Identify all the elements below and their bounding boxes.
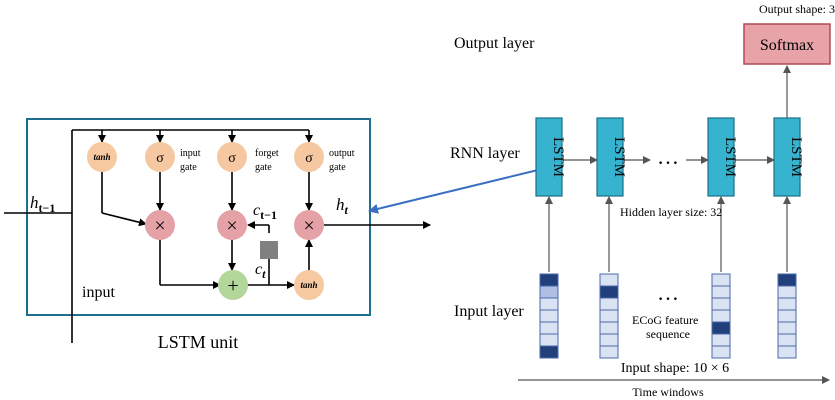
output-layer-label: Output layer bbox=[454, 35, 535, 52]
tanh-label-top: tanh bbox=[93, 152, 110, 162]
input-vector-cell bbox=[711, 273, 731, 287]
multiply-symbol-input: × bbox=[154, 215, 165, 237]
rnn-network: Output layer RNN layer Input layer Softm… bbox=[450, 2, 835, 399]
input-vector-cell bbox=[599, 297, 619, 311]
input-vector-cell bbox=[539, 309, 559, 323]
forget-gate-label-2: gate bbox=[255, 162, 272, 173]
input-layer-label: Input layer bbox=[454, 303, 524, 320]
lstm-cell-3: LSTM bbox=[707, 117, 738, 197]
input-vector-cell bbox=[599, 309, 619, 323]
input-vector-cell bbox=[777, 273, 797, 287]
multiply-node-output bbox=[294, 210, 324, 240]
tanh-label-bottom: tanh bbox=[300, 280, 317, 290]
input-vector-cell bbox=[777, 321, 797, 335]
tanh-node-bottom bbox=[294, 270, 324, 300]
softmax-label: Softmax bbox=[760, 37, 814, 54]
svg-text:LSTM: LSTM bbox=[611, 137, 627, 177]
input-vector-cell bbox=[711, 297, 731, 311]
input-shape-label: Input shape: 10 × 6 bbox=[621, 361, 729, 376]
input-vector-cell bbox=[599, 285, 619, 299]
forget-gate-label-1: forget bbox=[255, 148, 279, 159]
input-vector-3 bbox=[711, 273, 731, 359]
multiply-symbol-forget: × bbox=[226, 215, 237, 237]
lstm-unit-border bbox=[26, 118, 371, 316]
sigma-node-forget-gate bbox=[217, 142, 247, 172]
output-gate-label-1: output bbox=[329, 148, 355, 159]
sigma-symbol-output: σ bbox=[305, 151, 313, 166]
lstm-cell-1: LSTM bbox=[535, 117, 566, 197]
svg-text:LSTM: LSTM bbox=[550, 137, 566, 177]
input-gate-label-1: input bbox=[180, 148, 201, 159]
input-vector-cell bbox=[599, 333, 619, 347]
input-vector-cell bbox=[539, 285, 559, 299]
input-vector-cell bbox=[711, 333, 731, 347]
plus-symbol: + bbox=[227, 275, 238, 297]
input-vector-1 bbox=[539, 273, 559, 359]
rnn-layer-label: RNN layer bbox=[450, 145, 520, 162]
input-vector-cell bbox=[777, 285, 797, 299]
ellipsis-rnn: … bbox=[657, 144, 679, 169]
c-prev-label: ct−1 bbox=[253, 202, 277, 222]
multiply-symbol-output: × bbox=[303, 215, 314, 237]
h-prev-label: ht−1 bbox=[30, 193, 55, 215]
zoom-link-arrow bbox=[368, 169, 539, 214]
input-vector-cell bbox=[777, 309, 797, 323]
multiply-node-forget bbox=[217, 210, 247, 240]
sigma-symbol-forget: σ bbox=[228, 151, 236, 166]
sigma-node-input-gate bbox=[145, 142, 175, 172]
plus-node bbox=[218, 270, 248, 300]
input-gate-label-2: gate bbox=[180, 162, 197, 173]
sigma-symbol-input: σ bbox=[156, 151, 164, 166]
input-vector-cell bbox=[711, 321, 731, 335]
h-out-label: ht bbox=[336, 195, 349, 217]
ellipsis-input: … bbox=[657, 280, 679, 305]
lstm-unit-caption: LSTM unit bbox=[158, 332, 239, 352]
softmax-box bbox=[743, 23, 831, 65]
output-gate-label-2: gate bbox=[329, 162, 346, 173]
input-vector-cell bbox=[599, 321, 619, 335]
network-connections bbox=[545, 65, 791, 272]
input-vector-cell bbox=[599, 273, 619, 287]
feature-label-line2: sequence bbox=[646, 327, 690, 341]
input-vector-cell bbox=[777, 297, 797, 311]
input-vector-cell bbox=[599, 345, 619, 359]
input-label: input bbox=[82, 284, 115, 301]
time-axis-label: Time windows bbox=[632, 385, 704, 399]
input-vector-cell bbox=[539, 345, 559, 359]
input-vector-cell bbox=[711, 345, 731, 359]
multiply-node-input bbox=[145, 210, 175, 240]
svg-text:LSTM: LSTM bbox=[788, 137, 804, 177]
input-vector-cell bbox=[777, 333, 797, 347]
svg-text:LSTM: LSTM bbox=[722, 137, 738, 177]
lstm-unit: tanh σ σ σ input gate forget gate output… bbox=[4, 118, 431, 352]
input-vector-4 bbox=[777, 273, 797, 359]
tanh-node-top bbox=[87, 142, 117, 172]
feature-label-line1: ECoG feature bbox=[632, 313, 698, 327]
lstm-cell-2: LSTM bbox=[596, 117, 627, 197]
input-vector-cell bbox=[711, 309, 731, 323]
sigma-node-output-gate bbox=[294, 142, 324, 172]
hidden-size-label: Hidden layer size: 32 bbox=[620, 205, 722, 219]
input-vector-cell bbox=[777, 345, 797, 359]
c-cur-label: ct bbox=[255, 261, 266, 281]
input-vector-cell bbox=[539, 273, 559, 287]
input-vector-cell bbox=[539, 333, 559, 347]
input-vector-2 bbox=[599, 273, 619, 359]
input-vector-cell bbox=[539, 297, 559, 311]
output-shape-label: Output shape: 3 bbox=[759, 2, 835, 16]
input-vector-cell bbox=[539, 321, 559, 335]
memory-delay-square bbox=[260, 241, 278, 259]
input-vector-cell bbox=[711, 285, 731, 299]
lstm-cell-4: LSTM bbox=[773, 117, 804, 197]
lstm-unit-connections bbox=[4, 129, 431, 343]
